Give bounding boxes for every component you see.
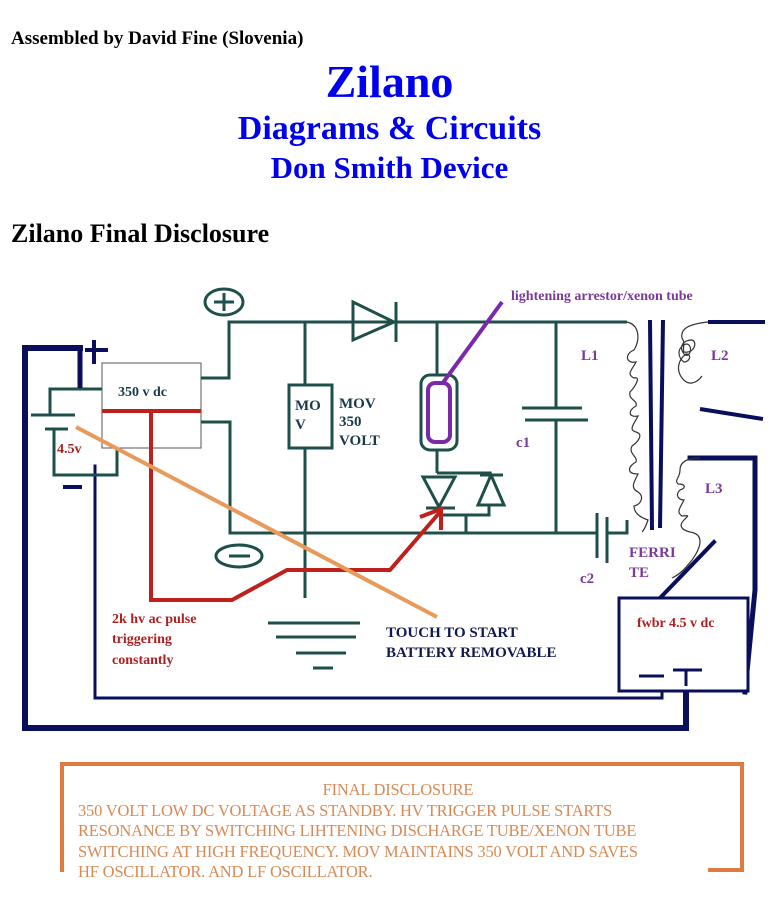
disclosure-frame (60, 762, 744, 872)
capacitor-c2 (595, 513, 609, 563)
scr-triangle-icon (420, 475, 458, 511)
c1-label: c1 (516, 435, 530, 451)
coil-l3 (671, 457, 701, 579)
main-wires (201, 320, 629, 598)
ferrite-label-2: TE (629, 565, 649, 581)
mov-label-2: 350 (339, 414, 362, 430)
battery-symbol (31, 348, 119, 477)
mov-inner-label-2: V (295, 417, 306, 433)
ferrite-core (648, 319, 665, 531)
section-heading: Zilano Final Disclosure (11, 219, 270, 248)
l3-label: L3 (705, 481, 723, 497)
l2-label: L2 (711, 348, 729, 364)
ferrite-label-1: FERRI (629, 545, 676, 561)
converter-label: 350 v dc (118, 385, 167, 400)
mov-label-3: VOLT (339, 433, 380, 449)
outer-loop-wire (22, 345, 689, 731)
l1-label: L1 (581, 348, 599, 364)
arrestor-label: lightening arrestor/xenon tube (511, 289, 693, 304)
fwbr-top-wire (657, 539, 717, 601)
coil-l2 (677, 321, 709, 384)
capacitor-c1 (522, 406, 588, 422)
page-title: Zilano (325, 56, 454, 107)
trigger-pulse-path (149, 411, 442, 602)
pulse-label-3: constantly (112, 653, 173, 668)
touch-label-2: BATTERY REMOVABLE (386, 645, 556, 661)
pulse-label-1: 2k hv ac pulse (112, 612, 196, 627)
battery-plus-icon (85, 340, 108, 364)
series-diode-icon (351, 299, 398, 343)
disclosure-text: FINAL DISCLOSURE 350 VOLT LOW DC VOLTAGE… (78, 780, 738, 883)
xenon-tube-inner (426, 381, 452, 444)
arrestor-pointer (440, 300, 504, 386)
disclosure-title: FINAL DISCLOSURE (322, 780, 474, 799)
touch-label-1: TOUCH TO START (386, 625, 518, 641)
trigger-arrowhead-icon (419, 506, 443, 530)
inner-loop-wire (93, 464, 664, 700)
fwbr-box (617, 596, 750, 693)
circuit-diagram: 4.5v 350 v dc MO V MOV 350 VOLT lighteni (22, 287, 765, 731)
coil-l1 (626, 321, 649, 533)
mov-inner-label-1: MO (295, 398, 321, 414)
plus-terminal-icon (203, 287, 245, 317)
disclosure-line: 350 VOLT LOW DC VOLTAGE AS STANDBY. HV T… (78, 800, 613, 820)
battery-label: 4.5v (57, 442, 82, 457)
mov-component (287, 383, 334, 450)
trigger-diodes (420, 471, 507, 533)
device-name: Don Smith Device (270, 150, 509, 185)
c2-label: c2 (580, 571, 594, 587)
mov-label-1: MOV (339, 396, 376, 412)
page-subtitle: Diagrams & Circuits (237, 110, 542, 147)
disclosure-line: SWITCHING AT HIGH FREQUENCY. MOV MAINTAI… (78, 841, 638, 861)
pulse-label-2: triggering (112, 632, 172, 647)
ground-icon (268, 621, 360, 670)
disclosure-line: RESONANCE BY SWITCHING LIHTENING DISCHAR… (78, 821, 637, 840)
byline: Assembled by David Fine (Slovenia) (11, 28, 304, 49)
fwbr-plus-icon (673, 668, 702, 686)
disclosure-line: HF OSCILLATOR. AND LF OSCILLATOR. (78, 862, 373, 881)
fwbr-label: fwbr 4.5 v dc (637, 616, 715, 631)
touch-pointer-line (75, 425, 438, 619)
battery-return-wires (22, 345, 758, 731)
coil-leads (699, 320, 765, 460)
reverse-diode-icon (475, 471, 507, 507)
minus-terminal-icon (214, 543, 264, 569)
